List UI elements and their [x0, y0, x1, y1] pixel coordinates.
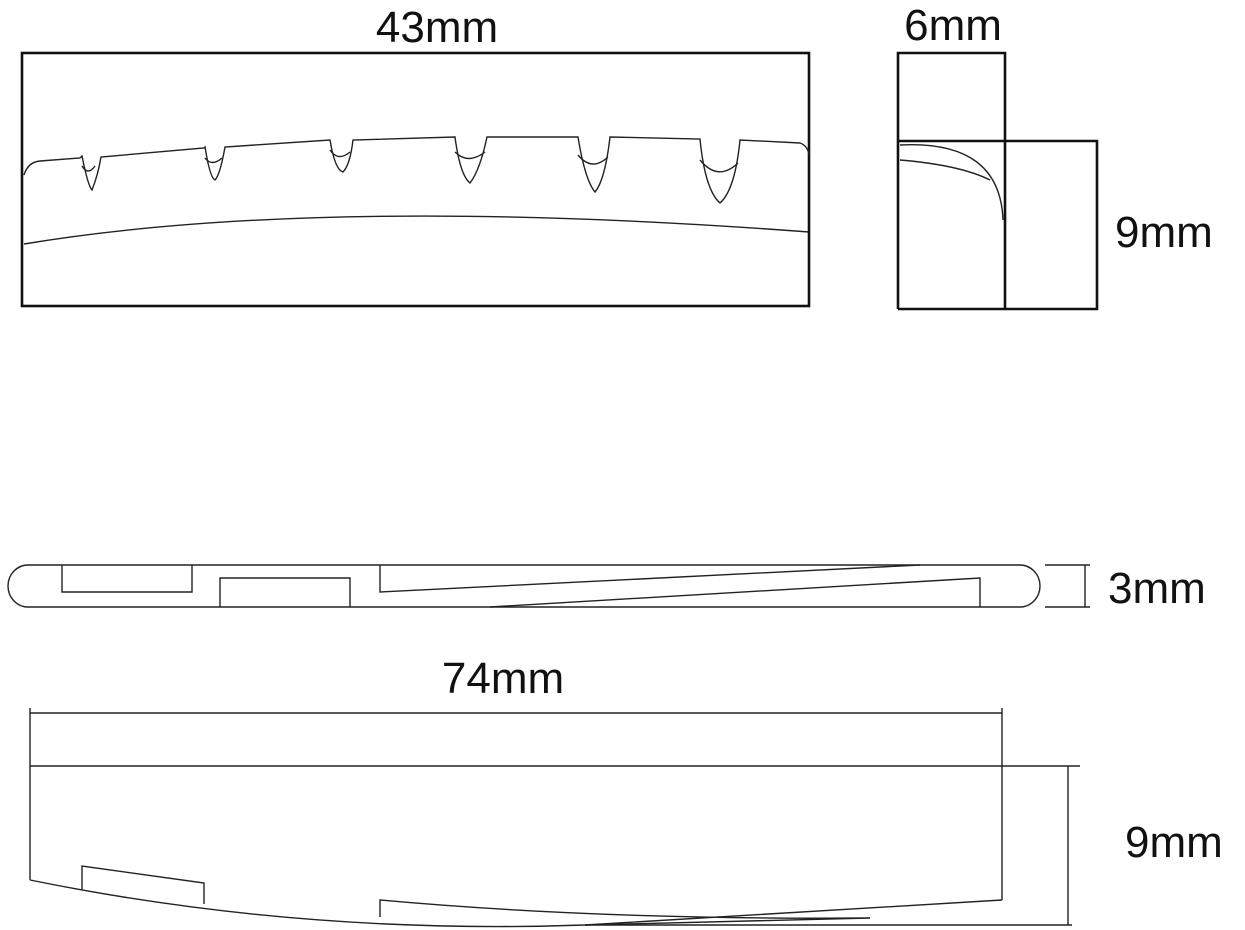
- length-74mm-label: 74mm: [442, 654, 564, 703]
- thickness-3mm-label: 3mm: [1108, 564, 1206, 613]
- side-bottom-curve: [29, 879, 1003, 928]
- side-view: 74mm 9mm: [29, 654, 1223, 928]
- width-6mm-label: 6mm: [904, 1, 1002, 50]
- end-view-outline: [896, 51, 1007, 309]
- bottom-view-outline: [7, 564, 1041, 608]
- width-43mm-label: 43mm: [376, 3, 498, 52]
- top-view-frame: [20, 51, 811, 308]
- dimension-3mm-line: [1045, 564, 1090, 608]
- end-view: 6mm 9mm: [896, 1, 1213, 311]
- slot-inner-curves: [81, 149, 739, 173]
- side-pocket-1: [81, 865, 205, 904]
- dimension-9mm-line: [585, 766, 1072, 926]
- height-9mm-label-top: 9mm: [1115, 208, 1213, 257]
- side-ends: [29, 708, 1003, 900]
- side-pocket-2: [379, 899, 871, 926]
- bottom-pocket-2: [219, 577, 351, 607]
- string-slot-profile: [23, 136, 810, 204]
- height-9mm-label-side: 9mm: [1125, 818, 1223, 867]
- top-view: 43mm: [20, 3, 811, 308]
- bottom-view: 3mm: [7, 564, 1206, 613]
- bottom-pocket-1: [61, 565, 193, 593]
- bottom-wedge: [379, 564, 981, 608]
- end-view-lower-box: [898, 139, 1099, 311]
- end-view-curve: [899, 144, 1004, 221]
- fingerboard-radius-line: [23, 215, 810, 245]
